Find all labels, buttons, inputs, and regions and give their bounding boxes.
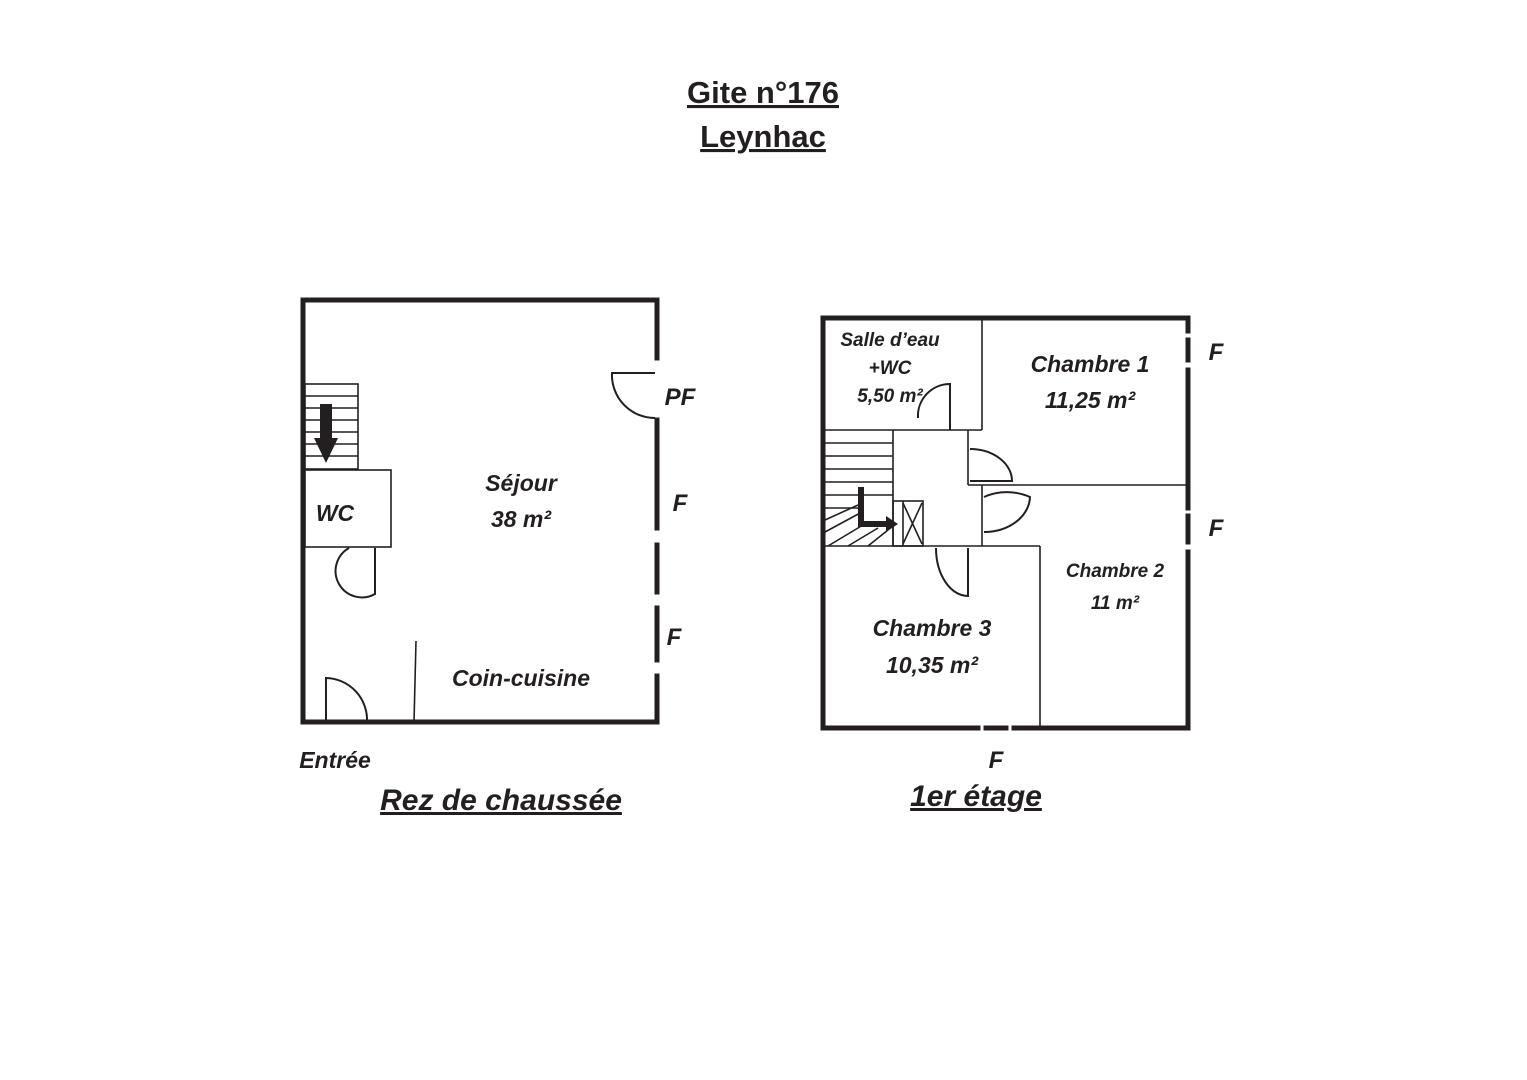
entry-door-icon: [325, 676, 369, 723]
kitchen-partition: [413, 640, 417, 723]
wc-label: WC: [316, 500, 355, 526]
chambre1-door-icon: [969, 448, 1014, 482]
stairs-up-arrow-icon: [858, 487, 898, 532]
ground-floor-title: Rez de chaussée: [380, 784, 622, 817]
entry-label: Entrée: [299, 747, 371, 773]
page-subtitle: Leynhac: [700, 119, 826, 154]
bathroom-area: 5,50 m²: [857, 386, 923, 407]
chambre1-label: Chambre 1: [1031, 351, 1150, 377]
bathroom-label-2: +WC: [869, 358, 912, 379]
patio-door-label: PF: [665, 384, 697, 411]
window-label: F: [673, 490, 689, 517]
sejour-area: 38 m²: [491, 506, 552, 532]
stairs-down-arrow-icon: [314, 404, 338, 463]
first-floor-title: 1er étage: [910, 780, 1042, 813]
window-label: F: [989, 747, 1005, 774]
chambre3-door-icon: [935, 547, 969, 598]
wc-door-icon: [334, 547, 376, 599]
patio-door-icon: [610, 372, 656, 420]
bathroom-door-icon: [916, 382, 951, 430]
chambre2-door-icon: [983, 491, 1032, 533]
window-label: F: [1209, 515, 1225, 542]
chambre2-label: Chambre 2: [1066, 561, 1165, 582]
bathroom-label: Salle d’eau: [840, 330, 940, 351]
ground-floor-walls: [300, 297, 660, 725]
staircase: [304, 383, 359, 470]
window-label: F: [1209, 339, 1225, 366]
page-title: Gite n°176: [687, 75, 839, 110]
chambre2-area: 11 m²: [1091, 593, 1140, 614]
staircase: [824, 442, 924, 547]
chambre1-area: 11,25 m²: [1045, 387, 1137, 413]
wc-room: [304, 469, 392, 548]
kitchen-label: Coin-cuisine: [452, 665, 590, 691]
ground-floor-plan: WC Séjour 38 m² Coin-cuisine PF F F Entr…: [299, 297, 697, 817]
sejour-label: Séjour: [485, 470, 558, 496]
window-label: F: [667, 624, 683, 651]
chambre3-label: Chambre 3: [873, 615, 992, 641]
first-floor-plan: Salle d’eau +WC 5,50 m² Chambre 1 11,25 …: [820, 315, 1225, 813]
chambre3-area: 10,35 m²: [886, 652, 979, 678]
